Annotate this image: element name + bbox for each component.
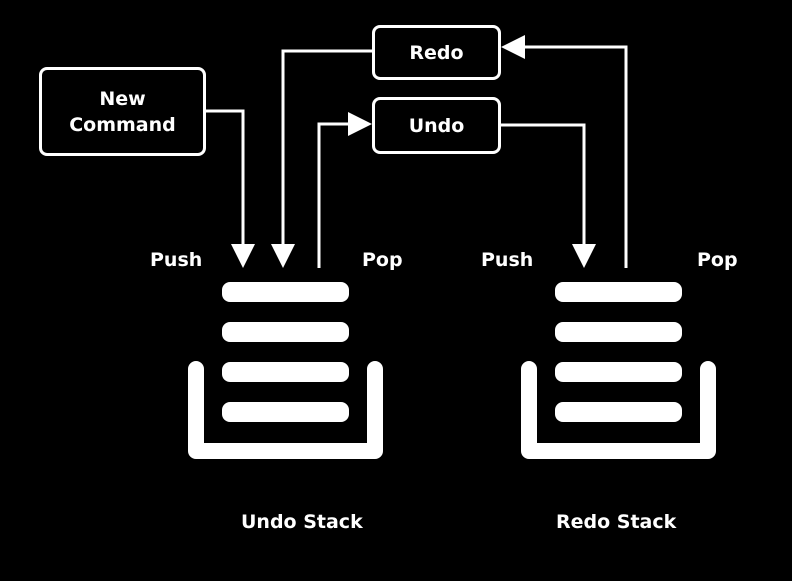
undo-stack-pop-label: Pop [362, 249, 403, 271]
undo-stack-item-3 [222, 362, 349, 382]
undo-box: Undo [372, 97, 501, 154]
redo-stack-item-1 [555, 282, 682, 302]
undo-stack-push-label: Push [150, 249, 203, 271]
undo-stack-item-1 [222, 282, 349, 302]
redo-label: Redo [409, 41, 464, 64]
redo-box: Redo [372, 25, 501, 80]
arrow-undo-to-redo-push [501, 123, 596, 268]
arrow-redo-to-undo-push [271, 49, 372, 268]
undo-stack [188, 282, 383, 459]
arrow-undo-pop-to-undo [317, 112, 372, 268]
arrow-new-command-to-undo-push [206, 109, 255, 268]
undo-stack-item-4 [222, 402, 349, 422]
redo-stack-title: Redo Stack [556, 511, 677, 533]
redo-stack [521, 282, 716, 459]
undo-stack-title: Undo Stack [241, 511, 363, 533]
undo-label: Undo [408, 114, 465, 137]
redo-stack-pop-label: Pop [697, 249, 738, 271]
undo-stack-item-2 [222, 322, 349, 342]
redo-stack-item-2 [555, 322, 682, 342]
new-command-label: New Command [69, 87, 176, 136]
arrow-redo-pop-to-redo [501, 35, 628, 268]
redo-stack-item-4 [555, 402, 682, 422]
redo-stack-item-3 [555, 362, 682, 382]
new-command-box: New Command [39, 67, 206, 156]
redo-stack-container [521, 361, 716, 459]
redo-stack-push-label: Push [481, 249, 534, 271]
undo-stack-container [188, 361, 383, 459]
